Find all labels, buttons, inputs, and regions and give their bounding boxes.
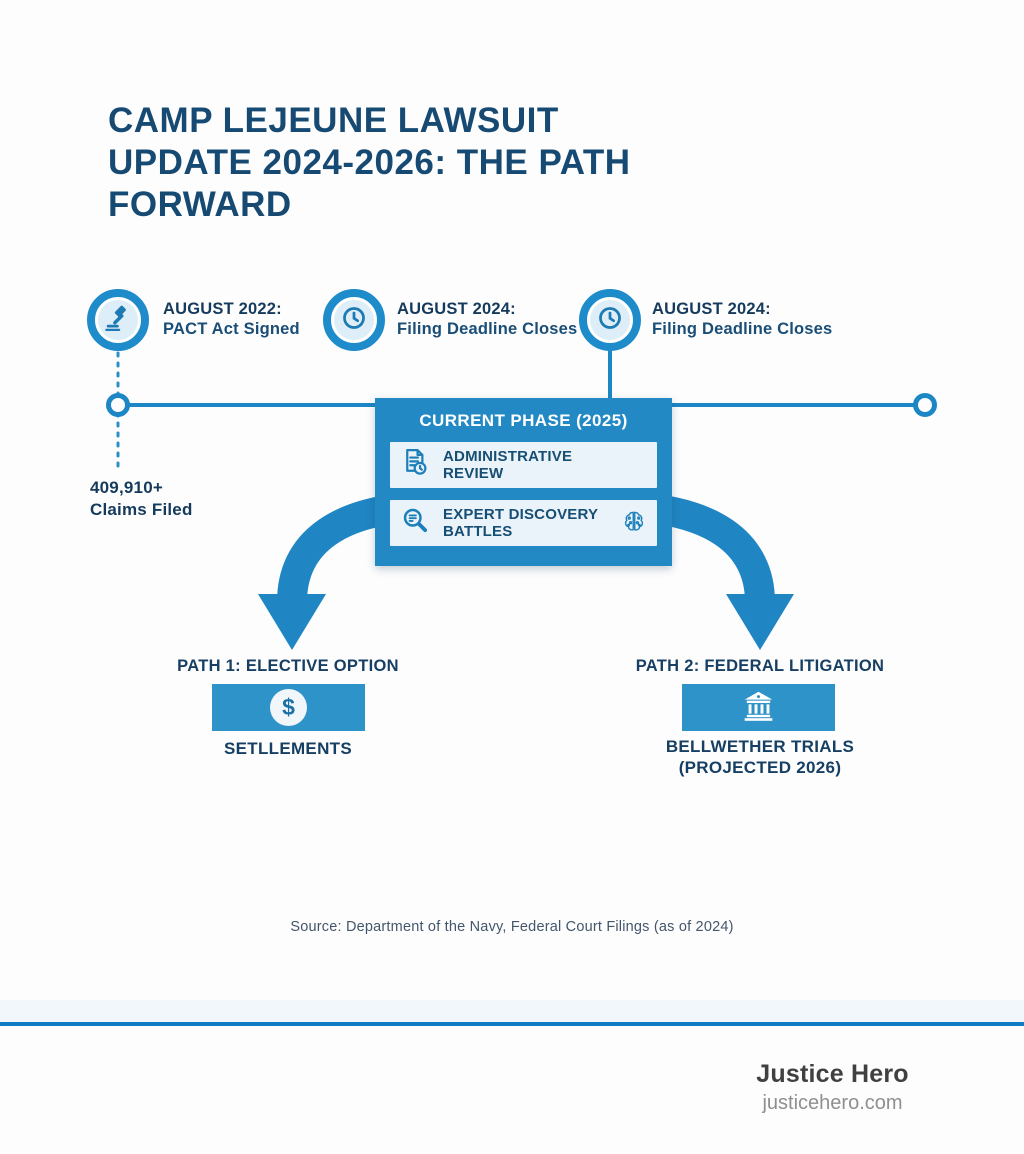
path2-label-line2: (PROJECTED 2026) [678,758,842,777]
milestone-2-badge [323,289,385,351]
clock-icon [595,303,625,338]
phase-item-label: EXPERT DISCOVERY BATTLES [443,506,598,540]
timeline-start-node [106,393,130,417]
milestone-2-text: AUGUST 2024: Filing Deadline Closes [397,299,577,339]
brand-name: Justice Hero [756,1060,909,1088]
page-title-line2: UPDATE 2024-2026: THE PATH [108,143,631,182]
path1-title: PATH 1: ELECTIVE OPTION [177,657,399,675]
path2-title: PATH 2: FEDERAL LITIGATION [635,657,885,675]
milestone-1-text: AUGUST 2022: PACT Act Signed [163,299,300,339]
footer-band [0,1000,1024,1022]
milestone-2-label: Filing Deadline Closes [397,320,578,338]
footer-divider [0,1022,1024,1026]
milestone-3-date: AUGUST 2024: [652,300,771,318]
milestone-1-date: AUGUST 2022: [163,300,282,318]
path1-label-line1: SETLLEMENTS [224,739,352,758]
gavel-icon [103,303,133,338]
milestone-2-date: AUGUST 2024: [397,300,516,318]
milestone-3-badge [579,289,641,351]
path1-box: $ [212,684,365,731]
source-note: Source: Department of the Navy, Federal … [290,919,734,935]
milestone-1-label: PACT Act Signed [163,320,300,338]
path2-box [682,684,835,731]
brain-icon [620,508,648,539]
claims-filed-note: 409,910+ Claims Filed [90,477,193,521]
claims-label: Claims Filed [90,500,193,519]
page-title: CAMP LEJEUNE LAWSUIT UPDATE 2024-2026: T… [108,100,828,226]
clock-icon [339,303,369,338]
dollar-icon: $ [270,689,307,726]
page-title-line1: CAMP LEJEUNE LAWSUIT [108,101,559,140]
current-phase-title: CURRENT PHASE (2025) [419,411,628,430]
timeline-end-node [913,393,937,417]
milestone-1-badge [87,289,149,351]
path2-label-line1: BELLWETHER TRIALS [665,737,855,756]
claims-count: 409,910+ [90,478,163,497]
dollar-glyph: $ [282,694,295,720]
bank-icon [741,688,776,728]
phase-item-administrative-review: ADMINISTRATIVE REVIEW [390,442,657,488]
brand-website[interactable]: justicehero.com [762,1092,903,1114]
milestone-3-label: Filing Deadline Closes [652,320,833,338]
document-clock-icon [399,446,432,484]
milestone-3-text: AUGUST 2024: Filing Deadline Closes [652,299,832,339]
footer-brand-block: Justice Hero justicehero.com [660,1060,1005,1115]
path2-label: BELLWETHER TRIALS (PROJECTED 2026) [618,736,902,778]
phase-item-label: ADMINISTRATIVE REVIEW [443,448,573,482]
phase-item-expert-discovery: EXPERT DISCOVERY BATTLES [390,500,657,546]
search-icon [399,504,432,542]
path1-label: SETLLEMENTS [150,738,426,759]
current-phase-box: CURRENT PHASE (2025) ADMINISTRATIVE REVI… [375,398,672,566]
page-title-line3: FORWARD [108,185,292,224]
